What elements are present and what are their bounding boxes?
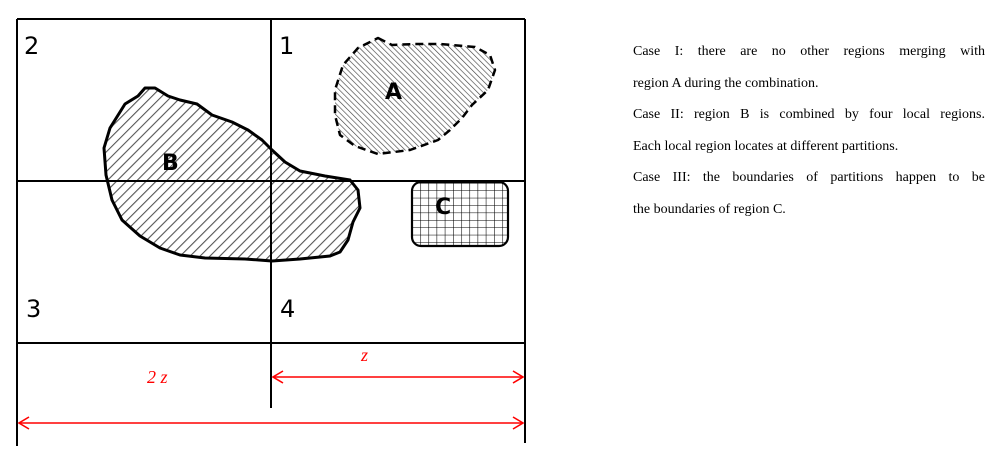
region-a-label: A: [385, 80, 402, 105]
dimension-arrow-z: [271, 370, 525, 384]
partition-grid: [16, 18, 526, 446]
partition-label-4: 4: [280, 295, 295, 323]
case-2-line-1: Case II: region B is combined by four lo…: [633, 107, 985, 122]
case-3-line-1: Case III: the boundaries of partitions h…: [633, 170, 985, 185]
region-a-shape: [333, 36, 497, 156]
dimension-label-z: z: [360, 345, 368, 365]
partition-label-1: 1: [279, 32, 294, 60]
region-b-shape: [102, 86, 362, 263]
partition-label-3: 3: [26, 295, 41, 323]
region-c-shape: [410, 180, 510, 248]
region-b-label: B: [162, 151, 179, 176]
dimension-arrow-2z: [17, 416, 525, 430]
case-3-line-2: the boundaries of region C.: [633, 201, 786, 217]
case-1-line-2: region A during the combination.: [633, 75, 819, 91]
partition-diagram: 2 1 3 4 A B C z 2 z: [16, 18, 526, 446]
region-c-label: C: [435, 195, 451, 220]
case-descriptions: Case I: there are no other regions mergi…: [633, 36, 985, 225]
dimension-label-2z: 2 z: [147, 367, 168, 387]
partition-label-2: 2: [24, 32, 39, 60]
case-2-line-2: Each local region locates at different p…: [633, 138, 899, 154]
case-1-line-1: Case I: there are no other regions mergi…: [633, 44, 985, 59]
